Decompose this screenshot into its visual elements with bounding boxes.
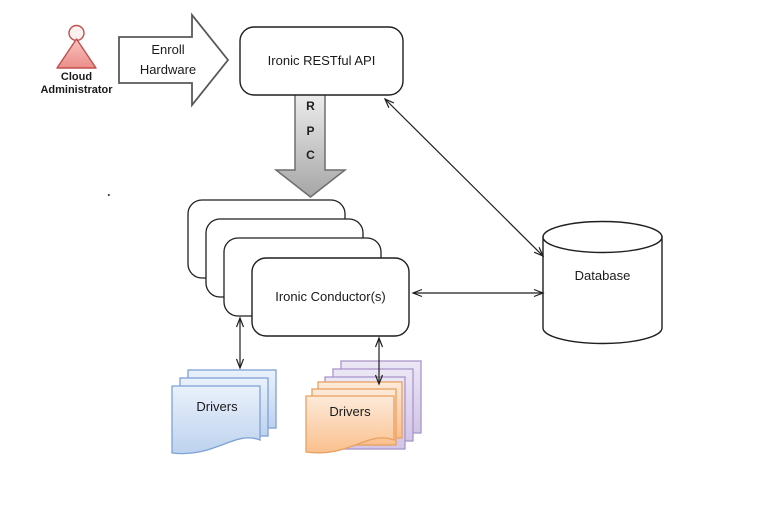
conductor-bluedrivers-arrow: [235, 316, 245, 370]
conductor-database-arrow: [411, 288, 545, 298]
conductor-stack: [187, 199, 410, 337]
enroll-hardware-block-arrow: [118, 12, 230, 108]
orange-doc-front: [305, 395, 395, 454]
blue-drivers-stack: [171, 369, 277, 455]
blue-doc-front: [171, 385, 261, 455]
api-database-arrow: [383, 97, 545, 258]
cloud-administrator-icon: [56, 24, 97, 69]
database-cylinder: [542, 220, 663, 345]
ironic-api-box: [239, 26, 404, 96]
orange-drivers-stack: [305, 381, 403, 454]
conductor-box-front: [251, 257, 410, 337]
actor-body: [56, 38, 97, 69]
conductor-orangedrivers-arrow: [374, 336, 384, 386]
actor-head: [68, 24, 85, 42]
rpc-block-arrow: [273, 93, 348, 198]
